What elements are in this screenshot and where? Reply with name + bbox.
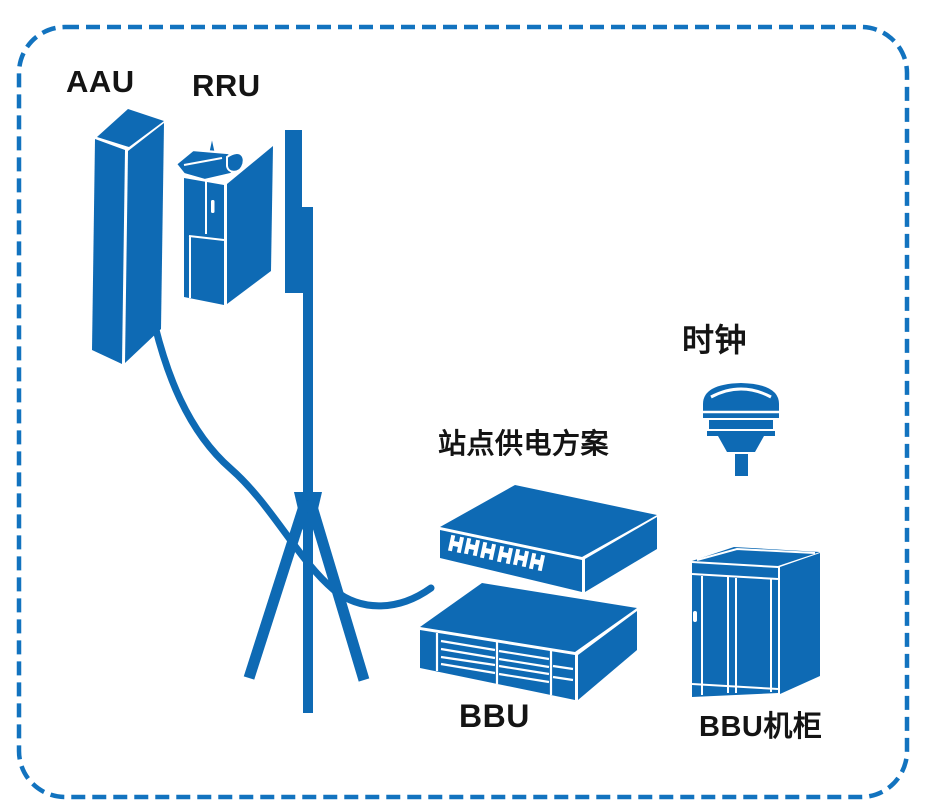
clock-band [709, 420, 773, 429]
mast-pole-icon [243, 130, 370, 713]
bbu-side-face [578, 611, 637, 700]
bbu-icon [420, 583, 637, 700]
power-side-face [585, 517, 657, 592]
clock-cap-line [710, 387, 772, 399]
tripod-legs-icon [243, 492, 370, 682]
rru-led-mark [211, 200, 215, 213]
label-clock: 时钟 [682, 322, 748, 358]
label-bbu: BBU [459, 698, 530, 734]
cabinet-side-face [780, 553, 820, 694]
label-power-plan: 站点供电方案 [438, 428, 610, 459]
clock-stem [735, 454, 748, 476]
label-bbu-cabinet: BBU机柜 [699, 711, 823, 743]
diagram-border [16, 24, 910, 800]
aau-front-face [92, 139, 125, 364]
cabinet-handle [693, 611, 697, 622]
rru-icon [174, 136, 273, 305]
bbu-cabinet-icon [691, 547, 820, 697]
power-top-face [440, 485, 657, 557]
label-aau: AAU [66, 64, 135, 99]
tripod-right-leg [304, 498, 370, 682]
label-rru: RRU [192, 68, 261, 103]
cabinet-door-lines [691, 547, 816, 695]
bbu-slot-lines [435, 633, 574, 695]
rru-subpanel-outline [188, 235, 225, 298]
aau-side-face [125, 123, 164, 363]
bbu-top-face [420, 583, 637, 652]
rru-side-face [227, 146, 273, 304]
gps-clock-icon [703, 383, 779, 476]
aau-top-face [97, 109, 164, 147]
pole-shape [285, 130, 313, 713]
feeder-cable-line [151, 322, 435, 610]
tripod-left-leg [243, 498, 312, 680]
aau-antenna-icon [92, 109, 164, 364]
power-supply-icon [440, 485, 657, 592]
clock-taper [707, 431, 775, 452]
rru-top-connector-icon [174, 136, 245, 182]
